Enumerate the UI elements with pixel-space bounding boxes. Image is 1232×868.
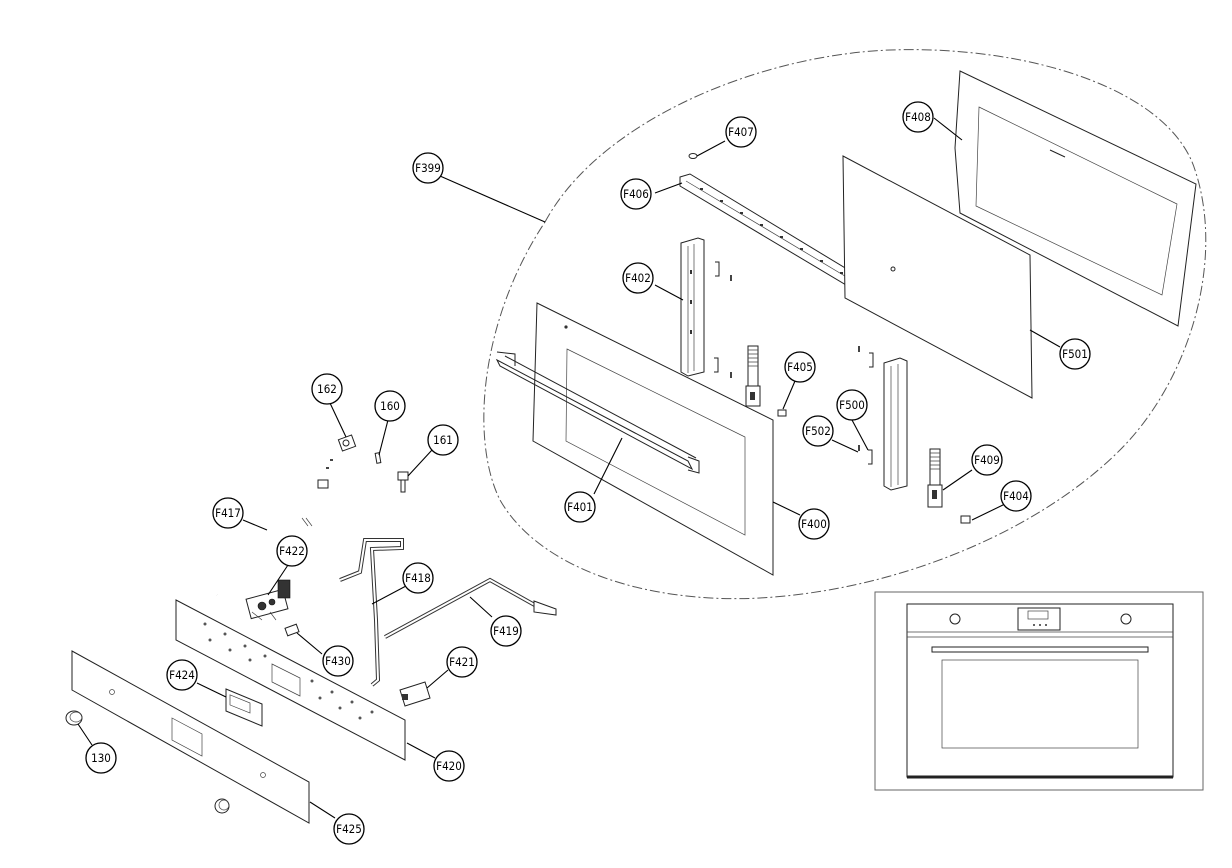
callout-F501: F501 bbox=[1059, 338, 1091, 370]
callout-F399: F399 bbox=[412, 152, 444, 184]
display-module bbox=[225, 688, 263, 727]
door-handle bbox=[495, 351, 700, 474]
callout-label: F404 bbox=[1003, 489, 1029, 503]
callout-label: F407 bbox=[728, 125, 754, 139]
callout-label: F401 bbox=[567, 500, 593, 514]
callout-F404: F404 bbox=[1000, 480, 1032, 512]
callout-F430: F430 bbox=[322, 645, 354, 677]
callout-F418: F418 bbox=[402, 562, 434, 594]
callout-label: F420 bbox=[436, 759, 462, 773]
callout-label: F425 bbox=[336, 822, 362, 836]
callout-F419: F419 bbox=[490, 615, 522, 647]
callout-label: F409 bbox=[974, 453, 1000, 467]
callout-F406: F406 bbox=[620, 178, 652, 210]
callout-F420: F420 bbox=[433, 750, 465, 782]
gas-pipe-long bbox=[198, 479, 329, 596]
callout-F409: F409 bbox=[971, 444, 1003, 476]
gas-pipe-burner bbox=[384, 577, 557, 639]
callout-label: F424 bbox=[169, 668, 195, 682]
inner-glass-panel bbox=[842, 155, 1033, 399]
callout-F500: F500 bbox=[836, 389, 868, 421]
callout-F421: F421 bbox=[446, 646, 478, 678]
callout-F408: F408 bbox=[902, 101, 934, 133]
callout-label: F430 bbox=[325, 654, 351, 668]
callout-F402: F402 bbox=[622, 262, 654, 294]
control-knob-2 bbox=[214, 798, 230, 814]
callout-F401: F401 bbox=[564, 491, 596, 523]
callout-label: F419 bbox=[493, 624, 519, 638]
front-control-panel bbox=[71, 650, 310, 824]
callout-label: F417 bbox=[215, 506, 241, 520]
callout-161: 161 bbox=[427, 424, 459, 456]
callout-label: F502 bbox=[805, 424, 831, 438]
gas-pipe-vertical bbox=[339, 538, 404, 687]
callout-F405: F405 bbox=[784, 351, 816, 383]
callout-label: F402 bbox=[625, 271, 651, 285]
callout-label: F500 bbox=[839, 398, 865, 412]
small-washer bbox=[688, 153, 698, 159]
callout-F422: F422 bbox=[276, 535, 308, 567]
callout-162: 162 bbox=[311, 373, 343, 405]
callout-F407: F407 bbox=[725, 116, 757, 148]
oven-front-inset bbox=[874, 591, 1204, 791]
control-knob bbox=[65, 710, 83, 726]
callout-label: F408 bbox=[905, 110, 931, 124]
door-outer-glass bbox=[532, 302, 774, 576]
leader-lines bbox=[77, 117, 1061, 819]
callout-label: F400 bbox=[801, 517, 827, 531]
control-panel-frame bbox=[175, 599, 406, 761]
gas-fitting bbox=[326, 434, 357, 469]
callout-160: 160 bbox=[374, 390, 406, 422]
callout-label: 162 bbox=[317, 382, 337, 396]
callout-label: 161 bbox=[433, 433, 453, 447]
callout-F502: F502 bbox=[802, 415, 834, 447]
callout-F424: F424 bbox=[166, 659, 198, 691]
callout-130: 130 bbox=[85, 742, 117, 774]
callout-label: F501 bbox=[1062, 347, 1088, 361]
callout-F425: F425 bbox=[333, 813, 365, 845]
connector-box bbox=[399, 681, 431, 707]
door-assembly-boundary bbox=[483, 49, 1207, 600]
ignition-part bbox=[284, 623, 300, 637]
hinge-rail-right bbox=[858, 346, 908, 491]
hinge-rail-left bbox=[680, 237, 705, 377]
callout-label: 160 bbox=[380, 399, 400, 413]
hinge-center bbox=[745, 345, 787, 417]
callout-label: F418 bbox=[405, 571, 431, 585]
rail-clips-left bbox=[714, 261, 732, 378]
hinge-right bbox=[927, 448, 971, 524]
callout-F417: F417 bbox=[212, 497, 244, 529]
callout-label: F399 bbox=[415, 161, 441, 175]
callout-label: 130 bbox=[91, 751, 111, 765]
callout-label: F421 bbox=[449, 655, 475, 669]
callout-label: F422 bbox=[279, 544, 305, 558]
gas-valve bbox=[245, 579, 291, 621]
small-pin bbox=[374, 452, 382, 464]
callout-label: F405 bbox=[787, 360, 813, 374]
callout-label: F406 bbox=[623, 187, 649, 201]
callout-F400: F400 bbox=[798, 508, 830, 540]
screw bbox=[397, 471, 409, 493]
